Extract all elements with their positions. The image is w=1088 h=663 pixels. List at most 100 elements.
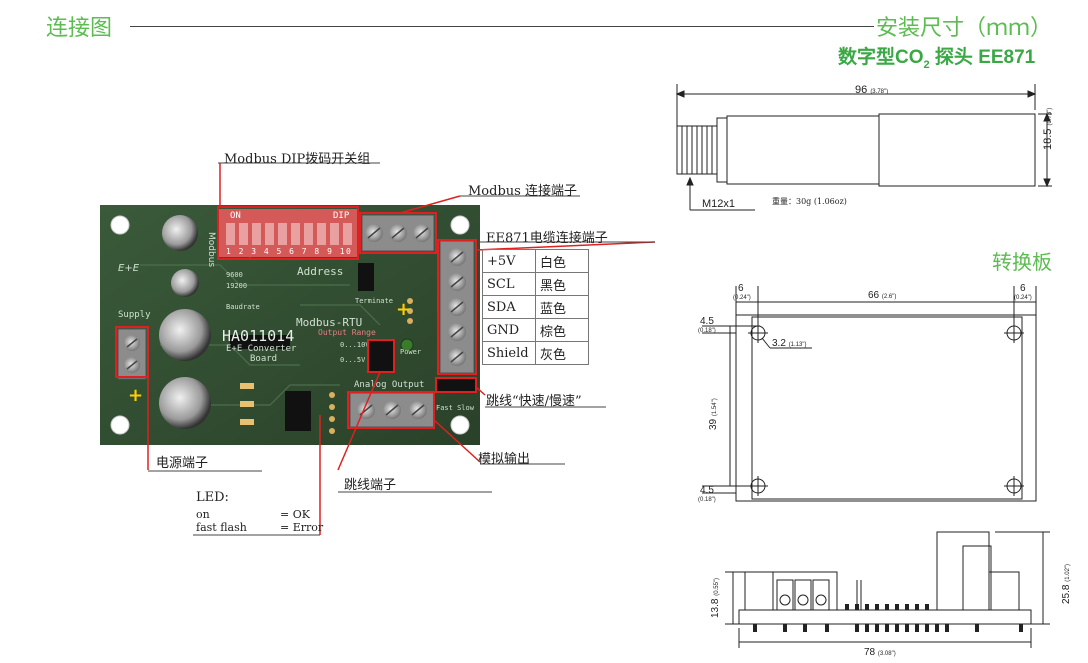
- callout-jumper-terminal: 跳线端子: [344, 478, 397, 493]
- board-terminate: Terminate: [355, 297, 393, 305]
- board-hole: 3.2 (1.13"): [772, 338, 807, 349]
- side-length: 78 (3.08"): [864, 647, 896, 658]
- board-w-left-inch: (0.24"): [733, 295, 751, 301]
- board-fast-slow: Fast Slow: [436, 404, 474, 412]
- board-analog-output: Analog Output: [354, 380, 425, 390]
- board-h-top-inch: (0.18"): [698, 328, 716, 334]
- board-h-mid: 39 (1.54"): [708, 398, 719, 430]
- side-h-left-value: 13.8: [710, 598, 721, 618]
- board-w-mid-inch: (2.6"): [881, 294, 897, 300]
- led-title: LED:: [196, 490, 229, 505]
- board-w-mid-value: 66: [868, 290, 880, 301]
- side-h-right-inch: (1.02"): [1065, 563, 1071, 582]
- product-title-main: 数字型CO: [838, 47, 924, 68]
- board-supply: Supply: [118, 310, 151, 320]
- board-board-label: Board: [250, 354, 278, 364]
- wire-color: 黑色: [535, 272, 589, 296]
- board-w-mid: 66 (2.6"): [868, 290, 896, 301]
- board-h-mid-inch: (1.54"): [712, 398, 718, 417]
- wire-color: 蓝色: [535, 295, 589, 319]
- side-length-inch: (3.08"): [877, 651, 896, 657]
- board-baud1: 9600: [226, 271, 243, 279]
- wire-color: 白色: [535, 249, 589, 273]
- callout-cable-terminal: EE871电缆连接端子: [486, 231, 608, 246]
- board-range2: 0...5V: [340, 356, 366, 364]
- board-modbus-side: Modbus: [206, 232, 216, 268]
- led-on-value: = OK: [280, 508, 310, 521]
- led-on-label: on: [196, 508, 210, 521]
- callout-power-terminal: 电源端子: [156, 456, 209, 471]
- side-h-right-value: 25.8: [1061, 584, 1072, 604]
- probe-dia-value: 18.5: [1042, 128, 1054, 150]
- board-w-right: 6: [1020, 283, 1026, 294]
- product-title: 数字型CO2 探头 EE871: [838, 42, 1035, 71]
- board-w-right-value: 6: [1020, 283, 1026, 294]
- board-hole-inch: (1.13"): [788, 342, 807, 348]
- board-modbus-rtu: Modbus-RTU: [296, 316, 363, 329]
- led-fast-label: fast flash: [196, 521, 247, 534]
- board-range1: 0...10V: [340, 341, 370, 349]
- probe-dia-inch: (0.73"): [1047, 107, 1053, 126]
- callout-modbus-terminal: Modbus 连接端子: [468, 184, 577, 199]
- probe-length: 96 (3.78"): [855, 84, 888, 96]
- wire-color: 棕色: [535, 318, 589, 342]
- callout-analog-output: 模拟输出: [478, 452, 531, 467]
- side-h-right: 25.8 (1.02"): [1061, 564, 1072, 604]
- board-dims-title: 转换板: [992, 250, 1052, 274]
- header-rule: [130, 26, 874, 27]
- side-h-left-inch: (0.55"): [714, 577, 720, 596]
- probe-diameter: 18.5 (0.73"): [1042, 108, 1054, 150]
- board-h-bot-inch: (0.18"): [698, 497, 716, 503]
- board-dip-label: DIP: [333, 211, 350, 221]
- probe-weight: 重量：30g (1.06oz): [772, 197, 847, 206]
- board-h-bot: 4.5: [700, 485, 714, 496]
- board-power: Power: [400, 348, 422, 356]
- board-baudrate: Baudrate: [226, 303, 260, 311]
- board-w-left: 6: [738, 283, 744, 294]
- product-title-sub: 2: [923, 58, 930, 71]
- side-length-value: 78: [864, 647, 876, 658]
- callout-jumper-speed: 跳线“快速/慢速”: [486, 394, 582, 409]
- pcb-board-image: + +: [100, 205, 480, 445]
- board-outline-drawing: [702, 286, 1037, 502]
- left-title: 连接图: [46, 16, 113, 41]
- board-code: HA011014: [222, 327, 295, 345]
- wire-color: 灰色: [535, 341, 589, 365]
- board-address: Address: [297, 265, 344, 278]
- board-h-mid-value: 39: [708, 418, 719, 430]
- probe-thread: M12x1: [702, 198, 736, 210]
- board-brand: E+E: [118, 263, 140, 274]
- probe-length-value: 96: [855, 84, 868, 96]
- probe-drawing: [675, 84, 1052, 211]
- wire-signal: SCL: [482, 272, 536, 296]
- svg-text:+: +: [128, 385, 143, 406]
- board-hole-value: 3.2: [772, 338, 786, 349]
- wire-signal: SDA: [482, 295, 536, 319]
- board-baud2: 19200: [226, 282, 248, 290]
- board-side-drawing: [725, 531, 1050, 648]
- led-fast-value: = Error: [280, 521, 324, 534]
- wire-signal: +5V: [482, 249, 536, 273]
- probe-length-inch: (3.78"): [870, 89, 889, 95]
- wire-signal: GND: [482, 318, 536, 342]
- board-output-range: Output Range: [318, 328, 376, 337]
- board-h-top: 4.5: [700, 316, 714, 327]
- board-dip-numbers: 1 2 3 4 5 6 7 8 9 10: [226, 247, 353, 256]
- right-title: 安装尺寸（ｍｍ）: [876, 16, 1053, 41]
- board-converter: E+E Converter: [226, 344, 297, 354]
- svg-text:+: +: [396, 299, 411, 320]
- side-h-left: 13.8 (0.55"): [710, 578, 721, 618]
- callout-dip-switch: Modbus DIP拨码开关组: [224, 152, 371, 167]
- product-title-tail: 探头 EE871: [929, 47, 1036, 68]
- wire-signal: Shield: [482, 341, 536, 365]
- board-on-label: ON: [230, 211, 241, 221]
- board-w-right-inch: (0.24"): [1014, 295, 1032, 301]
